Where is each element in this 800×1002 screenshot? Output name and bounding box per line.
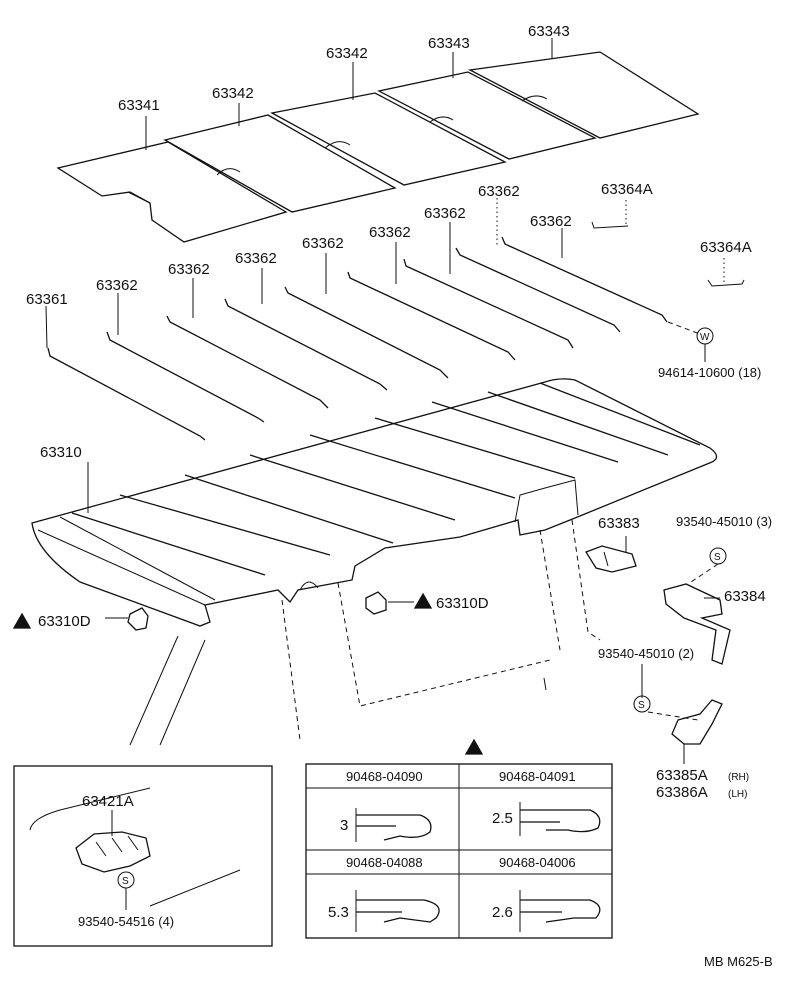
- headlining-panels: [56, 51, 700, 243]
- label-63341: 63341: [118, 97, 160, 114]
- part-labels: 63343 63343 63342 63342 63341 63364A 633…: [26, 23, 773, 969]
- clip-part-1: 90468-04090: [346, 769, 423, 784]
- clip-dim-2: 2.5: [492, 810, 513, 827]
- label-63384: 63384: [724, 588, 766, 605]
- label-63342-b: 63342: [212, 85, 254, 102]
- label-63385A-side: (RH): [728, 772, 749, 783]
- w-symbol-code: W: [700, 332, 710, 343]
- label-63342-a: 63342: [326, 45, 368, 62]
- footer-drawing-code: MB M625-B: [704, 954, 773, 969]
- label-63386A-side: (LH): [728, 789, 747, 800]
- clip-part-3: 90468-04088: [346, 855, 423, 870]
- label-screw-2: 93540-45010 (2): [598, 646, 694, 661]
- label-63343-b: 63343: [428, 35, 470, 52]
- label-63364A-a: 63364A: [601, 181, 653, 198]
- clip-63310D: [12, 591, 433, 631]
- clip-part-2: 90468-04091: [499, 769, 576, 784]
- label-63310: 63310: [40, 444, 82, 461]
- label-63386A: 63386A: [656, 784, 708, 801]
- label-inset-screw: 93540-54516 (4): [78, 914, 174, 929]
- label-63361: 63361: [26, 291, 68, 308]
- label-w-fastener: 94614-10600 (18): [658, 365, 761, 380]
- clip-dim-1: 3: [340, 817, 348, 834]
- roof-bows: [47, 236, 668, 441]
- label-63364A-b: 63364A: [700, 239, 752, 256]
- label-63362-r6: 63362: [168, 261, 210, 278]
- bow-leaders: [45, 198, 563, 349]
- s-symbol-code-b: S: [638, 700, 645, 711]
- label-63362-r3: 63362: [369, 224, 411, 241]
- s-symbol-code-a: S: [714, 552, 721, 563]
- label-63362-r7: 63362: [96, 277, 138, 294]
- label-63343-a: 63343: [528, 23, 570, 40]
- label-screw-3: 93540-45010 (3): [676, 514, 772, 529]
- label-63383: 63383: [598, 515, 640, 532]
- clip-part-4: 90468-04006: [499, 855, 576, 870]
- clip-table-labels: 90468-04090 90468-04091 90468-04088 9046…: [328, 769, 576, 921]
- label-63421A: 63421A: [82, 793, 134, 810]
- roof-headliner: [31, 378, 718, 627]
- brackets-63383-63384: [585, 536, 731, 764]
- panel-leaders: [145, 38, 553, 150]
- label-63362-top: 63362: [478, 183, 520, 200]
- inset-63421A: [13, 765, 273, 947]
- label-63362-r4: 63362: [302, 235, 344, 252]
- label-63362-r2: 63362: [530, 213, 572, 230]
- label-63385A: 63385A: [656, 767, 708, 784]
- label-63310D-left: 63310D: [38, 613, 91, 630]
- clip-dim-3: 5.3: [328, 904, 349, 921]
- s-symbol-code-c: S: [122, 876, 129, 887]
- label-63362-r1: 63362: [424, 205, 466, 222]
- label-63362-r5: 63362: [235, 250, 277, 267]
- clip-table: [305, 738, 613, 939]
- clip-dim-4: 2.6: [492, 904, 513, 921]
- body-outline: [129, 519, 601, 746]
- bracket-63364A: [591, 200, 745, 362]
- label-63310D-mid: 63310D: [436, 595, 489, 612]
